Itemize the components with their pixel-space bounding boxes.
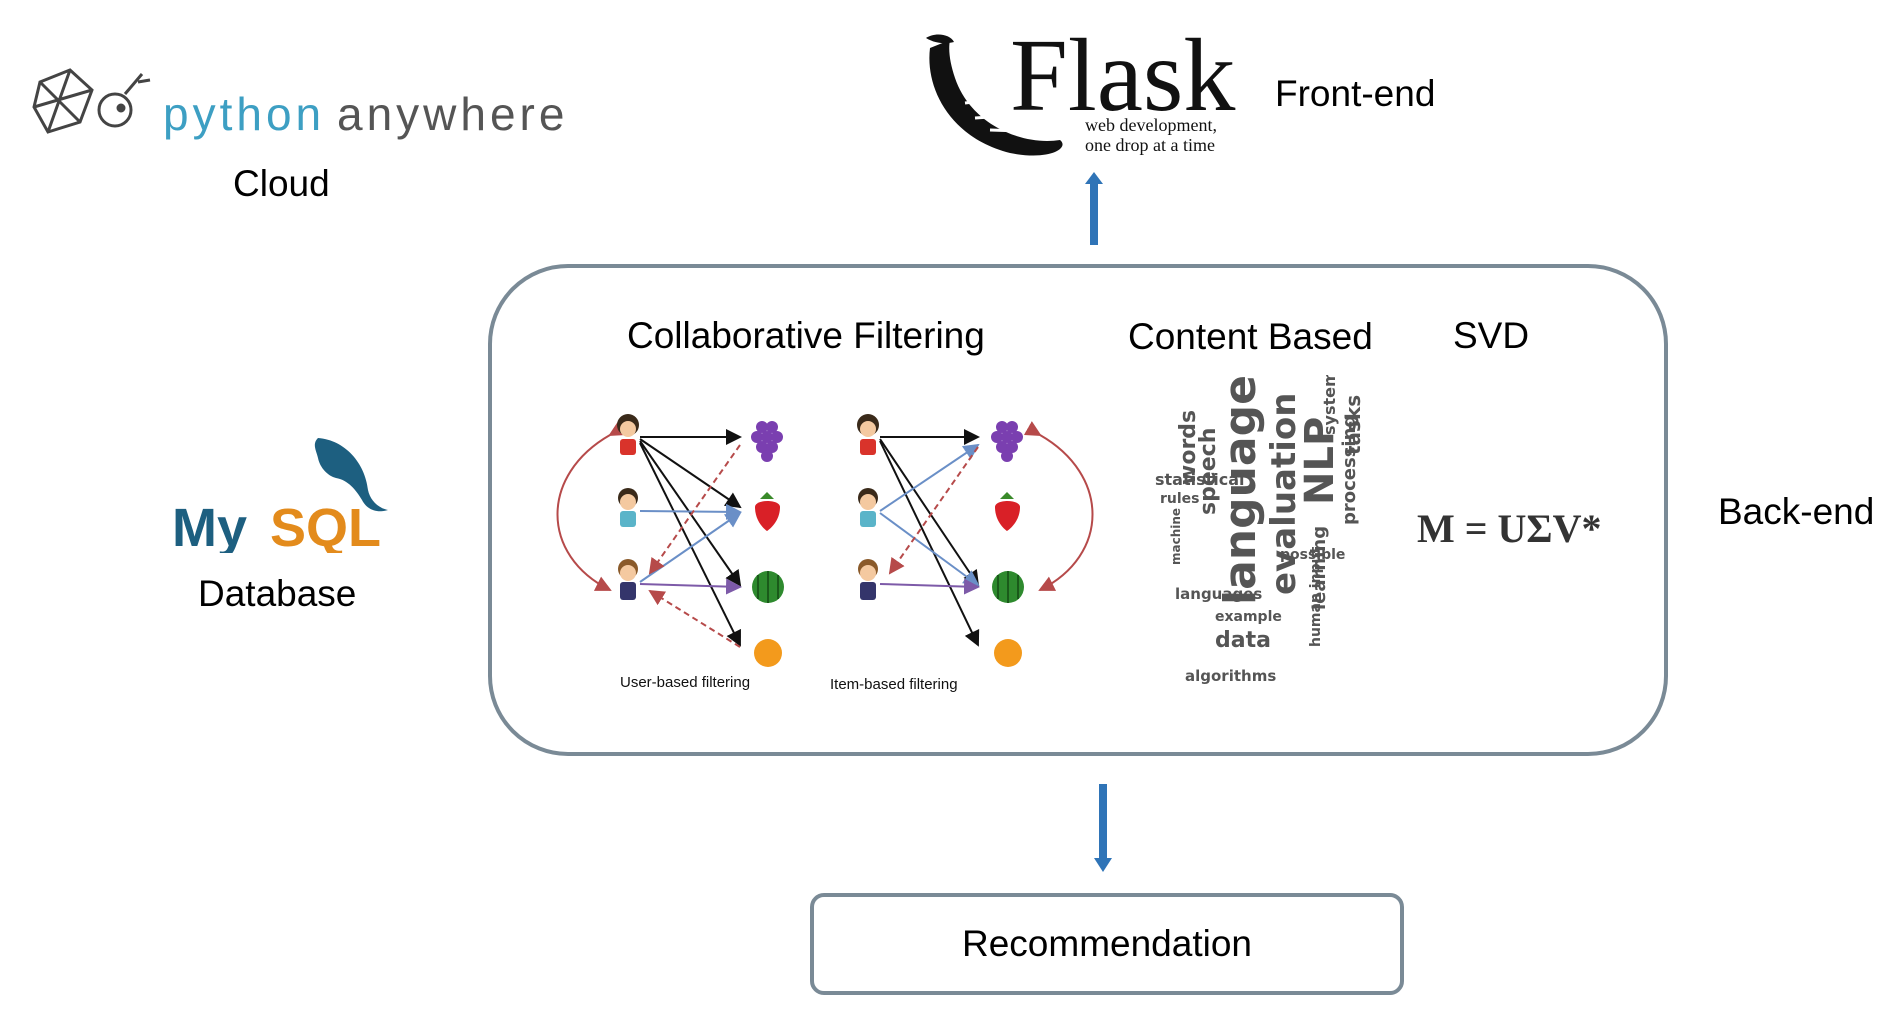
recommendation-label: Recommendation: [962, 923, 1252, 964]
boy-user-icon: [858, 488, 878, 527]
database-label: Database: [198, 573, 357, 614]
grapes-icon: [751, 421, 783, 462]
pythonanywhere-anywhere-text: anywhere: [337, 88, 568, 140]
svg-text:systems: systems: [1320, 375, 1339, 435]
collaborative-filtering-diagram: User-based filtering Item-based filterin…: [540, 395, 1100, 695]
orange-icon: [994, 639, 1022, 667]
mysql-my-text: My: [172, 498, 247, 553]
boy-user-icon: [618, 488, 638, 527]
svg-text:words: words: [1176, 410, 1201, 485]
arrow-up: [1082, 170, 1106, 245]
svg-text:evaluation: evaluation: [1264, 393, 1304, 595]
svg-text:processing: processing: [1339, 415, 1360, 525]
watermelon-icon: [992, 571, 1024, 603]
content-based-title: Content Based: [1128, 316, 1373, 357]
flask-subtitle-1: web development,: [1085, 115, 1217, 135]
arrow-down: [1091, 784, 1115, 874]
flask-logo: Flask web development, one drop at a tim…: [920, 28, 1240, 158]
svg-text:language: language: [1215, 375, 1266, 605]
user-based-caption: User-based filtering: [620, 674, 750, 691]
girl-user-icon: [617, 414, 639, 455]
svg-text:human input: human input: [1308, 546, 1324, 647]
orange-icon: [754, 639, 782, 667]
flask-title: Flask: [1010, 28, 1235, 133]
user-based-filtering-diagram: User-based filtering: [556, 414, 784, 691]
back-end-label: Back-end: [1718, 491, 1875, 532]
item-based-filtering-diagram: Item-based filtering: [830, 414, 1094, 693]
svg-text:languages: languages: [1175, 585, 1262, 603]
strawberry-icon: [995, 492, 1020, 531]
svg-text:learning: learning: [1309, 526, 1330, 610]
svd-title: SVD: [1453, 315, 1530, 356]
strawberry-icon: [755, 492, 780, 531]
watermelon-icon: [752, 571, 784, 603]
mysql-logo: My SQL: [170, 428, 420, 553]
svg-text:data: data: [1215, 628, 1271, 653]
svg-text:example: example: [1215, 609, 1282, 625]
boy-user-icon: [618, 559, 638, 600]
word-cloud: language evaluation NLP speech words lea…: [1155, 375, 1370, 695]
front-end-label: Front-end: [1275, 73, 1436, 114]
item-based-caption: Item-based filtering: [830, 676, 958, 693]
mysql-dolphin-icon: [314, 438, 388, 512]
pythonanywhere-logo: python anywhere: [30, 62, 570, 152]
svg-text:statistical: statistical: [1155, 470, 1245, 489]
flask-subtitle-2: one drop at a time: [1085, 135, 1215, 155]
svg-text:NLP: NLP: [1297, 417, 1343, 505]
mysql-sql-text: SQL: [270, 498, 381, 553]
cloud-label: Cloud: [233, 163, 330, 204]
backend-box: [488, 264, 1668, 756]
flask-horn-icon: [926, 34, 1063, 156]
svd-equation: M = UΣV*: [1417, 506, 1602, 551]
girl-user-icon: [857, 414, 879, 455]
boy-user-icon: [858, 559, 878, 600]
svg-text:rules: rules: [1160, 491, 1200, 507]
pythonanywhere-python-text: python: [163, 88, 325, 140]
recommendation-box: Recommendation: [810, 893, 1404, 995]
grapes-icon: [991, 421, 1023, 462]
svg-text:possible: possible: [1280, 547, 1345, 563]
svg-text:speech: speech: [1196, 428, 1221, 515]
svg-text:machine: machine: [1169, 508, 1183, 565]
svg-text:algorithms: algorithms: [1185, 667, 1276, 685]
collaborative-filtering-title: Collaborative Filtering: [627, 315, 985, 356]
svg-text:tasks: tasks: [1341, 395, 1365, 455]
pythonanywhere-icon: [32, 68, 151, 134]
